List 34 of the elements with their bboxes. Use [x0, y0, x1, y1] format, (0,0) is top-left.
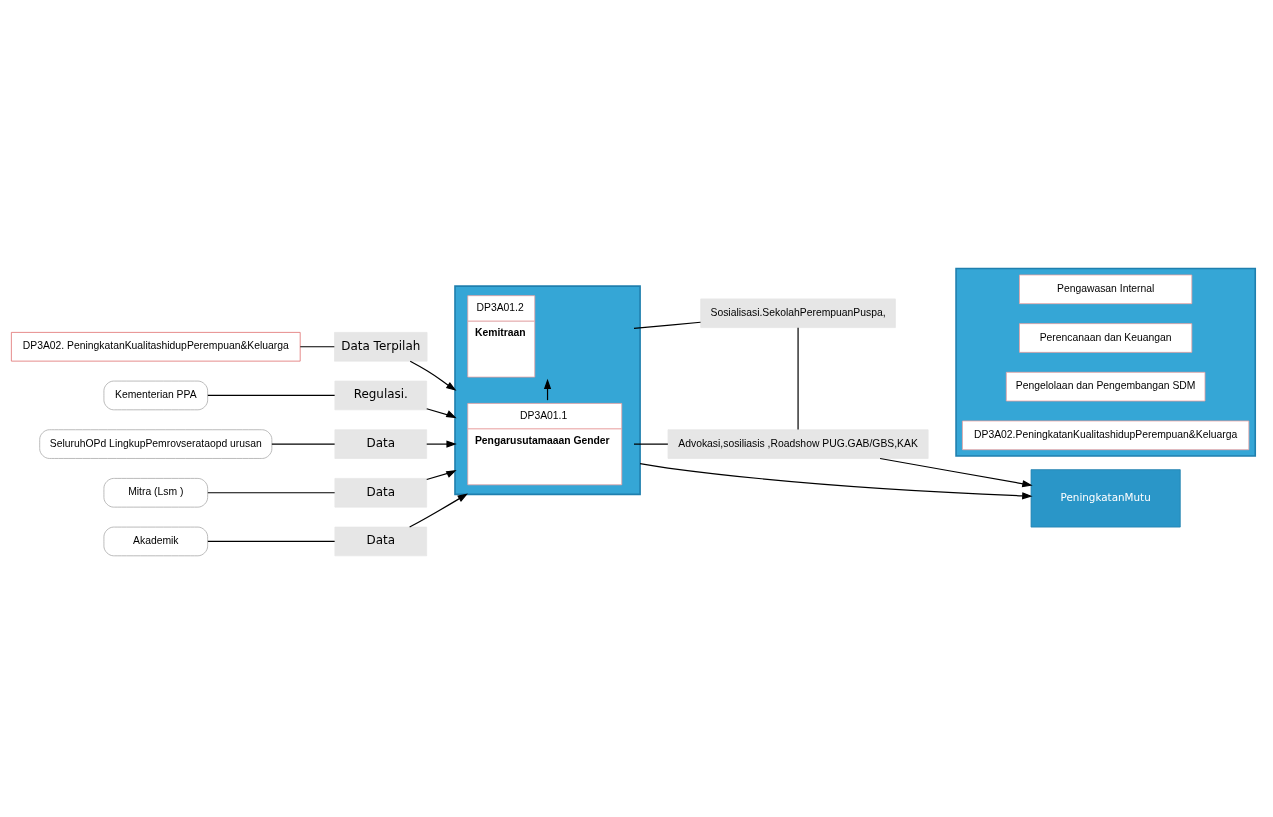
node-box: DP3A02.PeningkatanKualitashidupPerempuan&Keluarga [962, 420, 1250, 450]
node-box: PeningkatanMutu [1030, 468, 1181, 527]
node-box: Sosialisasi.SekolahPerempuanPuspa, [700, 298, 896, 328]
node-box: Pengelolaan dan Pengembangan SDM [1005, 371, 1206, 401]
connector [207, 540, 336, 542]
node-box: Data Terpilah [334, 331, 428, 362]
connector [207, 394, 336, 396]
node-box: Regulasi. [334, 380, 428, 410]
connector [633, 443, 669, 445]
arrow [639, 462, 1033, 499]
cluster [955, 267, 1257, 457]
node-box: DP3A02. PeningkatanKualitashidupPerempuan&Keluarga [10, 331, 301, 362]
cluster [454, 284, 641, 495]
arrow [879, 457, 1033, 487]
node-box: Advokasi,sosiliasis ,Roadshow PUG.GAB/GBS,KAK [667, 428, 929, 459]
arrow [409, 360, 457, 391]
node-box: SeluruhOPd LingkupPemrovserataopd urusan [39, 428, 273, 459]
node-box: Pengawasan Internal [1019, 274, 1193, 304]
arrow [409, 492, 468, 528]
arrow [426, 469, 457, 480]
arrow [426, 439, 457, 448]
node-box: Mitra (Lsm ) [103, 477, 209, 508]
connector [633, 321, 702, 329]
node-box: Perencanaan dan Keuangan [1019, 322, 1193, 353]
node-box: Akademik [103, 526, 209, 556]
connector [207, 491, 336, 493]
connector [299, 345, 335, 347]
connector [797, 326, 799, 430]
node-box: Data [334, 526, 428, 556]
node-box: Kementerian PPA [103, 380, 209, 410]
connector [271, 443, 336, 445]
arrow [426, 407, 457, 418]
node-box: Data [334, 428, 428, 459]
node-box: Data [334, 477, 428, 508]
